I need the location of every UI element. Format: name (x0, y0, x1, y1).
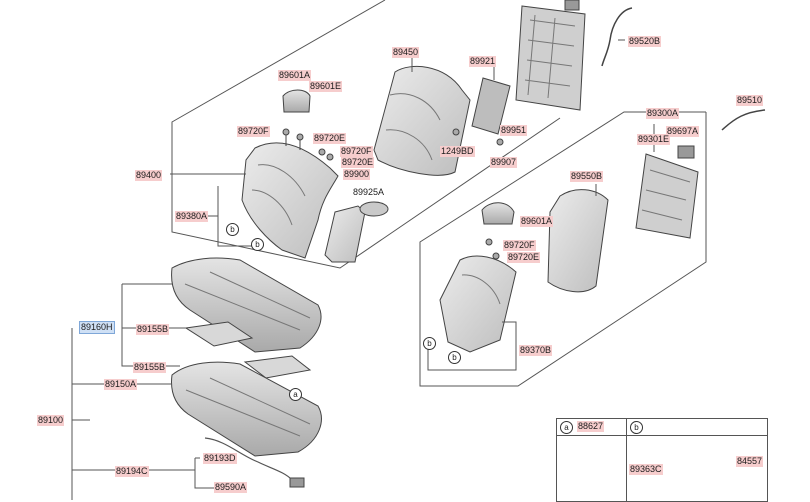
label-89601a-right: 89601A (520, 216, 554, 227)
label-89155b-1: 89155B (136, 324, 170, 335)
label-89720e-2: 89720E (341, 157, 375, 168)
legend-b-letter: b (630, 421, 643, 434)
cable-89520b-part (601, 7, 633, 67)
label-89194c: 89194C (115, 466, 149, 477)
bolts-part (282, 128, 504, 260)
seatback-89400-part (241, 142, 339, 259)
label-89520b: 89520B (628, 36, 662, 47)
label-89370b: 89370B (519, 345, 553, 356)
legend-88627: 88627 (577, 421, 605, 432)
label-89400: 89400 (135, 170, 163, 181)
seatback-frame-top-part (515, 0, 586, 111)
label-89907: 89907 (490, 157, 518, 168)
headrest-89601a-right-part (481, 202, 515, 225)
label-89601e: 89601E (309, 81, 343, 92)
label-89900: 89900 (343, 169, 371, 180)
label-89300a: 89300A (646, 108, 680, 119)
headrest-89601a-part (282, 89, 311, 113)
label-89720f-right: 89720F (503, 240, 536, 251)
label-89510: 89510 (736, 95, 764, 106)
label-1249bd: 1249BD (440, 146, 475, 157)
seatback-89550b-part (547, 189, 609, 293)
label-89160h[interactable]: 89160H (79, 321, 115, 334)
label-89720f-2: 89720F (340, 146, 373, 157)
label-89601a-top: 89601A (278, 70, 312, 81)
label-89150a: 89150A (104, 379, 138, 390)
pad-89921-part (471, 77, 511, 135)
label-89720e-right: 89720E (507, 252, 541, 263)
label-89100: 89100 (37, 415, 65, 426)
connector-89590a-part (289, 477, 305, 488)
callout-b-1: b (226, 223, 239, 236)
legend-a-letter: a (560, 421, 573, 434)
legend-84557: 84557 (736, 456, 764, 467)
label-89720e-1: 89720E (313, 133, 347, 144)
seat-cushion-lower-part (171, 361, 322, 457)
frame-right (419, 111, 707, 387)
pad-89155b-upper-part (184, 321, 254, 347)
wire-89193d-part (204, 437, 293, 481)
seatback-89450-part (373, 66, 471, 176)
label-89925a: 89925A (352, 187, 386, 198)
parts-legend-table: a 88627 b 89363C 84557 (556, 418, 768, 502)
label-89697a: 89697A (666, 126, 700, 137)
seat-cushion-top-part (171, 257, 322, 353)
pad-89155b-lower-part (243, 355, 312, 379)
armrest-89900-part (324, 205, 366, 263)
label-89450: 89450 (392, 47, 420, 58)
callout-b-3: b (423, 337, 436, 350)
legend-89363c: 89363C (629, 464, 663, 475)
label-89590a: 89590A (214, 482, 248, 493)
label-89301e: 89301E (637, 134, 671, 145)
label-89193d: 89193D (203, 453, 237, 464)
label-89951: 89951 (500, 125, 528, 136)
cable-89510-part (721, 109, 766, 131)
cupholder-89925a-part (359, 201, 389, 217)
label-89550b: 89550B (570, 171, 604, 182)
seatback-89370b-part (439, 255, 517, 353)
seatback-frame-right-part (635, 153, 699, 239)
label-89720f-1: 89720F (237, 126, 270, 137)
label-89380a: 89380A (175, 211, 209, 222)
callout-b-2: b (251, 238, 264, 251)
callout-b-4: b (448, 351, 461, 364)
bracket-89697a-part (677, 145, 695, 159)
label-89921: 89921 (469, 56, 497, 67)
callout-a-1: a (289, 388, 302, 401)
frame-upper-left (171, 0, 561, 269)
label-89155b-2: 89155B (133, 362, 167, 373)
